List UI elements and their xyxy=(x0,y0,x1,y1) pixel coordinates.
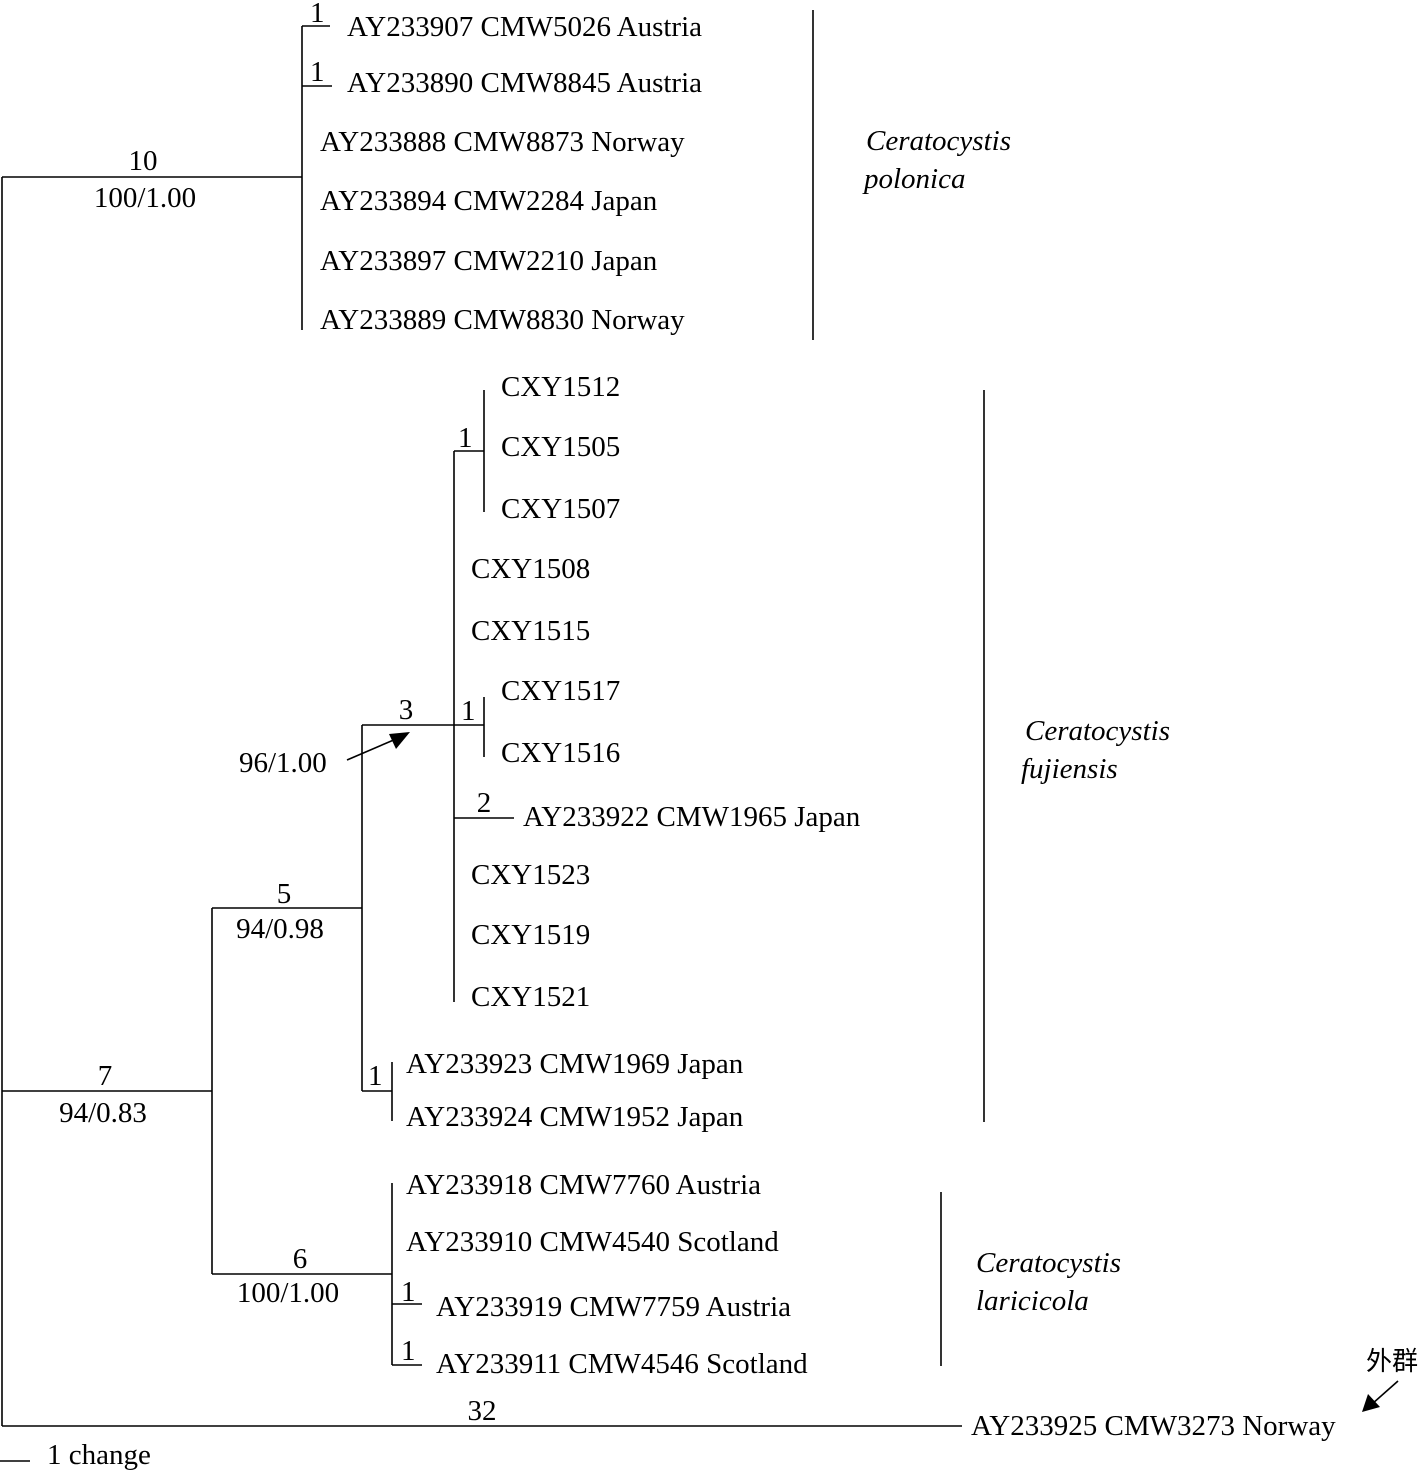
support-value-label: 94/0.98 xyxy=(236,913,324,945)
taxon-label: CXY1507 xyxy=(501,493,620,525)
outgroup-arrow-head xyxy=(1362,1394,1380,1412)
taxon-label: CXY1505 xyxy=(501,431,620,463)
branch-length-label: 7 xyxy=(98,1060,113,1092)
support-value-label: 100/1.00 xyxy=(237,1277,339,1309)
clade-name-fujiensis-species: fujiensis xyxy=(1021,753,1118,785)
support-value-label: 94/0.83 xyxy=(59,1097,147,1129)
taxon-label: AY233911 CMW4546 Scotland xyxy=(436,1348,808,1380)
clade-name-laricicola-species: laricicola xyxy=(976,1285,1089,1317)
taxon-label: AY233919 CMW7759 Austria xyxy=(436,1291,791,1323)
branch-labels: 1 1 10 100/1.00 1 1 2 3 96/1.00 5 94/0.9… xyxy=(59,0,496,1427)
taxon-label: CXY1516 xyxy=(501,737,620,769)
branch-length-label: 1 xyxy=(310,0,325,29)
clade-name-polonica-genus: Ceratocystis xyxy=(866,125,1011,157)
clade-name-laricicola-genus: Ceratocystis xyxy=(976,1247,1121,1279)
support-value-label: 96/1.00 xyxy=(239,747,327,779)
tree-branches xyxy=(0,10,985,1462)
taxon-label: CXY1521 xyxy=(471,981,590,1013)
branch-length-label: 1 xyxy=(368,1060,383,1092)
taxon-label: AY233923 CMW1969 Japan xyxy=(406,1048,744,1080)
branch-length-label: 6 xyxy=(293,1243,308,1275)
branch-length-label: 1 xyxy=(461,695,476,727)
taxon-label: AY233889 CMW8830 Norway xyxy=(320,304,685,336)
arrows xyxy=(346,732,1399,1412)
taxon-label: CXY1512 xyxy=(501,371,620,403)
branch-length-label: 2 xyxy=(477,787,492,819)
branch-length-label: 1 xyxy=(401,1335,416,1367)
branch-length-label: 32 xyxy=(468,1395,497,1427)
taxon-label: CXY1515 xyxy=(471,615,590,647)
support-arrow-line xyxy=(346,738,397,761)
taxon-label: CXY1517 xyxy=(501,675,620,707)
branch-length-label: 1 xyxy=(401,1276,416,1308)
clade-name-polonica-species: polonica xyxy=(862,163,966,195)
taxon-label: AY233918 CMW7760 Austria xyxy=(406,1169,761,1201)
branch-length-label: 5 xyxy=(277,878,292,910)
taxon-label: AY233907 CMW5026 Austria xyxy=(347,11,702,43)
branch-length-label: 10 xyxy=(129,145,158,177)
taxon-label: AY233924 CMW1952 Japan xyxy=(406,1101,744,1133)
scale-label: 1 change xyxy=(47,1439,151,1471)
branch-length-label: 1 xyxy=(458,422,473,454)
outgroup-taxon-label: AY233925 CMW3273 Norway xyxy=(971,1410,1336,1442)
taxon-label: AY233897 CMW2210 Japan xyxy=(320,245,658,277)
clade-names: Ceratocystis polonica Ceratocystis fujie… xyxy=(862,125,1170,1317)
taxon-label: AY233894 CMW2284 Japan xyxy=(320,185,658,217)
taxon-label: AY233922 CMW1965 Japan xyxy=(523,801,861,833)
taxon-label: CXY1519 xyxy=(471,919,590,951)
branch-length-label: 1 xyxy=(310,56,325,88)
taxon-label: AY233890 CMW8845 Austria xyxy=(347,67,702,99)
taxon-labels: AY233907 CMW5026 Austria AY233890 CMW884… xyxy=(320,11,1336,1442)
support-arrow-head xyxy=(389,732,410,749)
outgroup-label: 外群 xyxy=(1366,1347,1418,1377)
branch-length-label: 3 xyxy=(399,694,414,726)
clade-name-fujiensis-genus: Ceratocystis xyxy=(1025,715,1170,747)
taxon-label: CXY1523 xyxy=(471,859,590,891)
outgroup-arrow-line xyxy=(1371,1380,1399,1405)
taxon-label: AY233910 CMW4540 Scotland xyxy=(406,1226,779,1258)
support-value-label: 100/1.00 xyxy=(94,182,196,214)
taxon-label: AY233888 CMW8873 Norway xyxy=(320,126,685,158)
taxon-label: CXY1508 xyxy=(471,553,590,585)
